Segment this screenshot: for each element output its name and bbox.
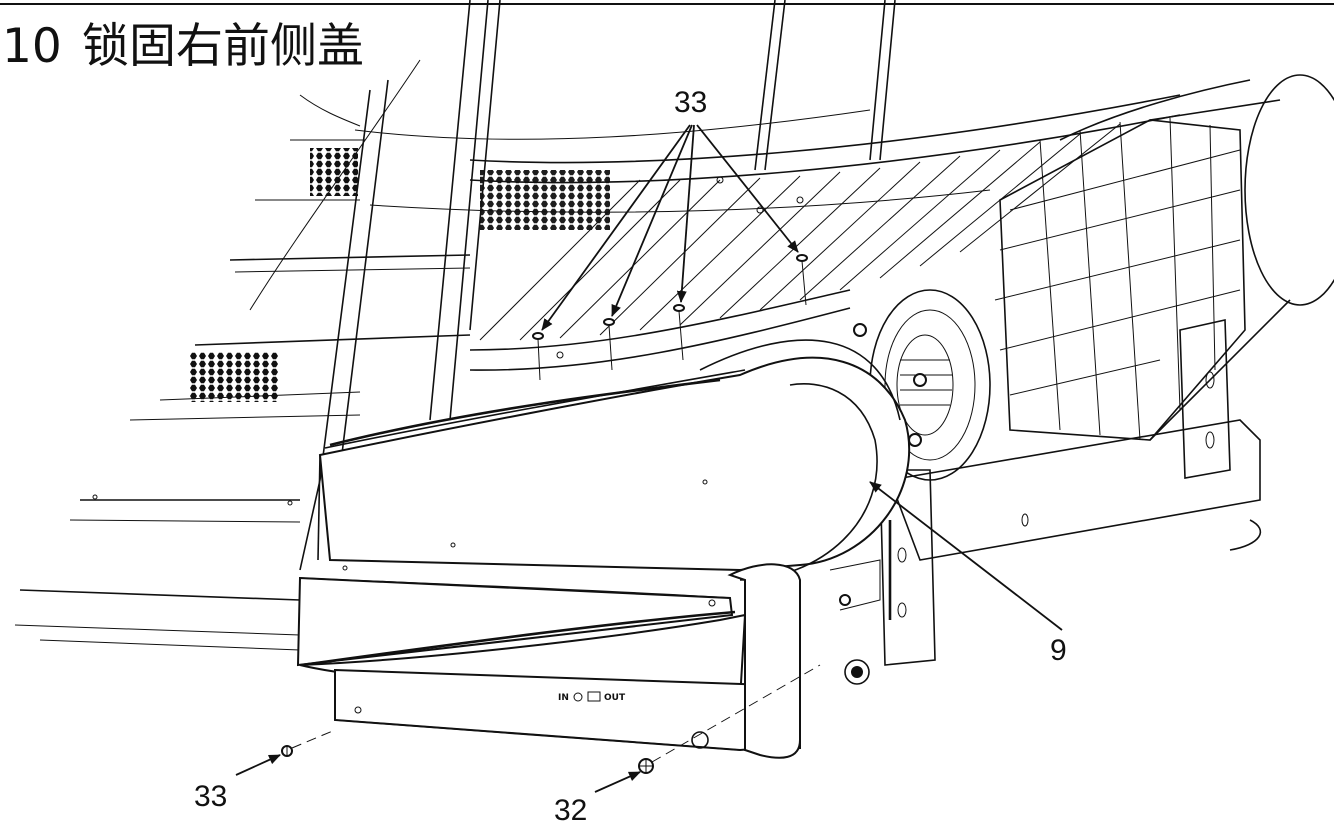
panel-label-in: IN — [558, 693, 569, 703]
power-socket-icon — [587, 691, 601, 702]
screw-2 — [603, 318, 615, 371]
step-title: 锁固右前侧盖 — [82, 19, 364, 74]
callout-32: 32 — [554, 794, 587, 826]
treadmill-deck — [14, 59, 991, 651]
callout-9: 9 — [1050, 634, 1067, 667]
screw-3 — [673, 304, 685, 361]
side-frame — [829, 319, 1262, 685]
callout-leaders — [235, 124, 1063, 793]
callout-33-bottom: 33 — [194, 780, 227, 813]
running-surface — [469, 94, 1181, 371]
screw-4 — [796, 254, 808, 306]
front-roller-drum — [853, 74, 1334, 481]
step-number: 10 — [2, 19, 62, 74]
screw-1 — [532, 332, 544, 381]
bottom-screw-right — [638, 664, 821, 774]
deck-screws — [532, 254, 808, 381]
bottom-screw-left — [281, 729, 336, 757]
callout-33-top: 33 — [674, 86, 707, 119]
panel-label-out: OUT — [604, 693, 626, 703]
right-front-side-cover: IN OUT — [296, 339, 911, 759]
power-switch-icon — [573, 692, 583, 702]
